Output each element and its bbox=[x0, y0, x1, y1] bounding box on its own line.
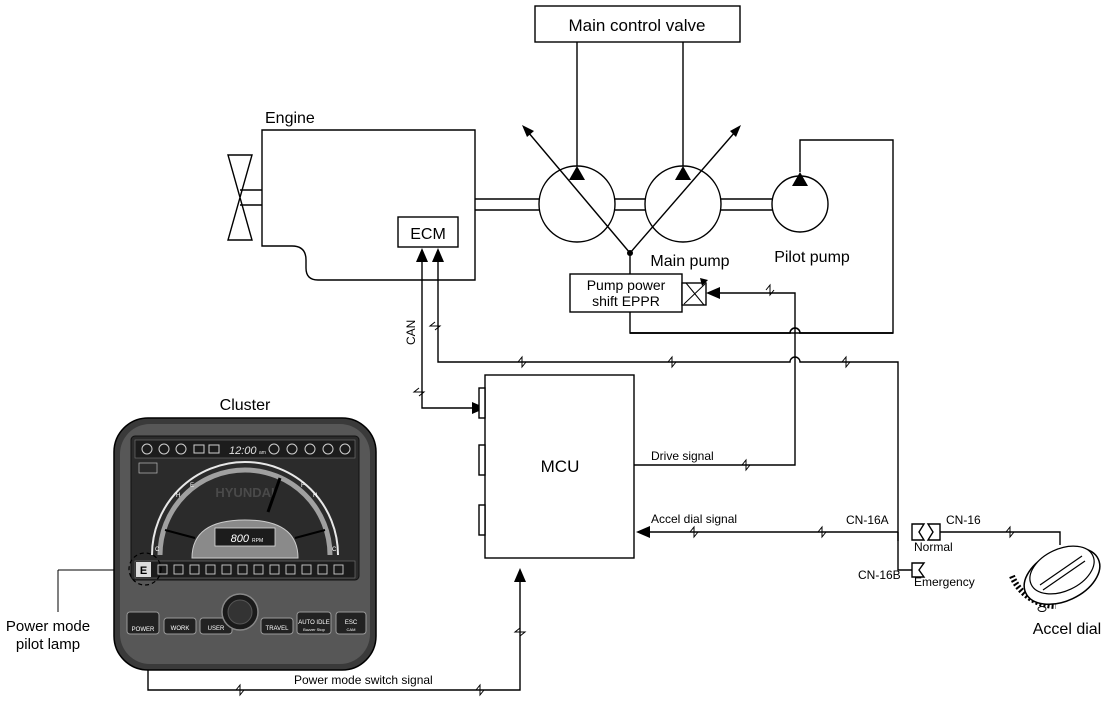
pump1-variable-arrow bbox=[527, 131, 631, 254]
connector-cn16 bbox=[926, 523, 941, 541]
jog-dial-center bbox=[227, 599, 253, 625]
gauge-c-left-label: C bbox=[155, 547, 160, 553]
user-button-label: USER bbox=[208, 626, 225, 632]
drive-signal-line bbox=[634, 292, 796, 466]
cn16-label: CN-16 bbox=[946, 513, 981, 527]
gauge-e-label: E bbox=[190, 483, 194, 489]
gauge-c-right-label: C bbox=[332, 547, 337, 553]
pump1-variable-arrowhead bbox=[522, 125, 534, 137]
pump2-variable-arrow bbox=[629, 131, 736, 254]
pilot-lamp-highlight-circle bbox=[128, 552, 162, 586]
main-control-valve-box bbox=[534, 5, 741, 43]
gauge-h-left-label: H bbox=[176, 493, 180, 499]
mcu-connector-2 bbox=[478, 444, 486, 476]
work-button-label: WORK bbox=[171, 626, 190, 632]
eppr-label-line2: shift EPPR bbox=[592, 293, 660, 309]
eppr-solenoid-cross bbox=[685, 282, 705, 306]
engine-body bbox=[261, 129, 476, 281]
mcu-connector-3 bbox=[478, 504, 486, 536]
auto-idle-button[interactable] bbox=[296, 611, 332, 635]
eppr-label-line1: Pump power bbox=[587, 277, 666, 293]
can-line bbox=[421, 250, 472, 409]
pilot-pump-arrowhead bbox=[792, 172, 808, 186]
top-warning-icons bbox=[141, 443, 351, 455]
gauge-outer-arc bbox=[151, 461, 339, 556]
hump-helper bbox=[630, 327, 893, 334]
eppr-solenoid-arrow bbox=[700, 278, 708, 286]
eppr-box bbox=[569, 273, 683, 313]
ecm-label: ECM bbox=[410, 226, 446, 243]
esc-button-label: ESC bbox=[345, 620, 358, 626]
rpm-display bbox=[214, 527, 276, 547]
accel-dial-signal-label: Accel dial signal bbox=[651, 512, 737, 526]
engine-fan bbox=[227, 154, 253, 241]
esc-sub-label: CAM bbox=[347, 627, 356, 632]
drive-signal-arrowhead bbox=[706, 287, 720, 299]
gauge-h-right-label: H bbox=[313, 493, 317, 499]
cluster-brand: HYUNDAI bbox=[215, 485, 274, 500]
cn16b-label: CN-16B bbox=[858, 568, 901, 582]
power-button[interactable] bbox=[126, 611, 160, 635]
pump2-variable-arrowhead bbox=[730, 125, 741, 137]
cluster-bottom-bar bbox=[134, 560, 356, 579]
pump1-arrowhead bbox=[569, 166, 585, 180]
connector-cn16a bbox=[911, 523, 926, 541]
auto-idle-label: AUTO IDLE bbox=[298, 620, 330, 626]
pilot-pump-label: Pilot pump bbox=[774, 249, 850, 266]
ecm-accel-line bbox=[437, 250, 899, 541]
can-label: CAN bbox=[404, 320, 418, 345]
rpm-value: 800 bbox=[231, 533, 250, 545]
accel-dial-label: Accel dial bbox=[1033, 621, 1101, 638]
cluster-clock: 12:00 bbox=[229, 445, 257, 457]
mcu-connector-1 bbox=[478, 387, 486, 419]
gauge-needle-right bbox=[294, 529, 326, 539]
ecm-accel-arrowhead bbox=[432, 248, 444, 262]
travel-button-label: TRAVEL bbox=[266, 626, 290, 632]
rpm-unit: RPM bbox=[252, 538, 263, 544]
pilot-loop-line bbox=[629, 139, 894, 334]
connector-cn16b bbox=[911, 562, 926, 578]
accel-arrowhead-mcu bbox=[636, 526, 650, 538]
gauge-needle-left bbox=[164, 529, 196, 539]
accel-dial-line bbox=[940, 531, 1061, 545]
gauge-f-label: F bbox=[301, 483, 305, 489]
mcu-box bbox=[484, 374, 635, 559]
can-arrowhead-up bbox=[416, 248, 428, 262]
power-mode-label-1: Power mode bbox=[6, 618, 90, 635]
engine-label: Engine bbox=[265, 110, 315, 127]
gauge-needle-center bbox=[266, 477, 282, 513]
drive-signal-label: Drive signal bbox=[651, 449, 714, 463]
travel-button[interactable] bbox=[260, 617, 294, 635]
mcu-label: MCU bbox=[541, 457, 580, 476]
cluster-screen bbox=[130, 435, 360, 581]
accel-dial-knob bbox=[1009, 545, 1101, 612]
auto-idle-sub-label: Buzzer Stop bbox=[303, 627, 326, 632]
cluster-label: Cluster bbox=[220, 397, 271, 414]
power-mode-switch-label: Power mode switch signal bbox=[294, 673, 433, 687]
power-mode-arrowhead bbox=[514, 568, 526, 582]
cluster-top-bar bbox=[134, 439, 356, 459]
power-mode-pilot-lamp bbox=[136, 562, 151, 577]
bottom-indicator-icons bbox=[157, 564, 344, 575]
power-mode-label-2: pilot lamp bbox=[16, 636, 80, 653]
esc-button[interactable] bbox=[335, 611, 367, 635]
gauge-band-arc bbox=[157, 467, 333, 556]
cluster-small-icon bbox=[138, 462, 158, 474]
power-button-label: POWER bbox=[132, 627, 155, 633]
emergency-branch bbox=[897, 532, 912, 571]
ecm-box bbox=[397, 216, 459, 248]
power-mode-letter: E bbox=[140, 565, 147, 577]
cluster-clock-suffix: am bbox=[259, 450, 266, 456]
work-button[interactable] bbox=[163, 617, 197, 635]
emergency-label: Emergency bbox=[914, 575, 975, 589]
cluster-buttons: POWER WORK USER TRAVEL AUTO IDLE Buzzer … bbox=[126, 611, 367, 635]
normal-label: Normal bbox=[914, 540, 953, 554]
pump2-arrowhead bbox=[675, 166, 691, 180]
cn16a-label: CN-16A bbox=[846, 513, 889, 527]
main-pump-label: Main pump bbox=[650, 253, 729, 270]
main-control-valve-label: Main control valve bbox=[568, 16, 705, 35]
pilot-return-line bbox=[630, 327, 893, 334]
